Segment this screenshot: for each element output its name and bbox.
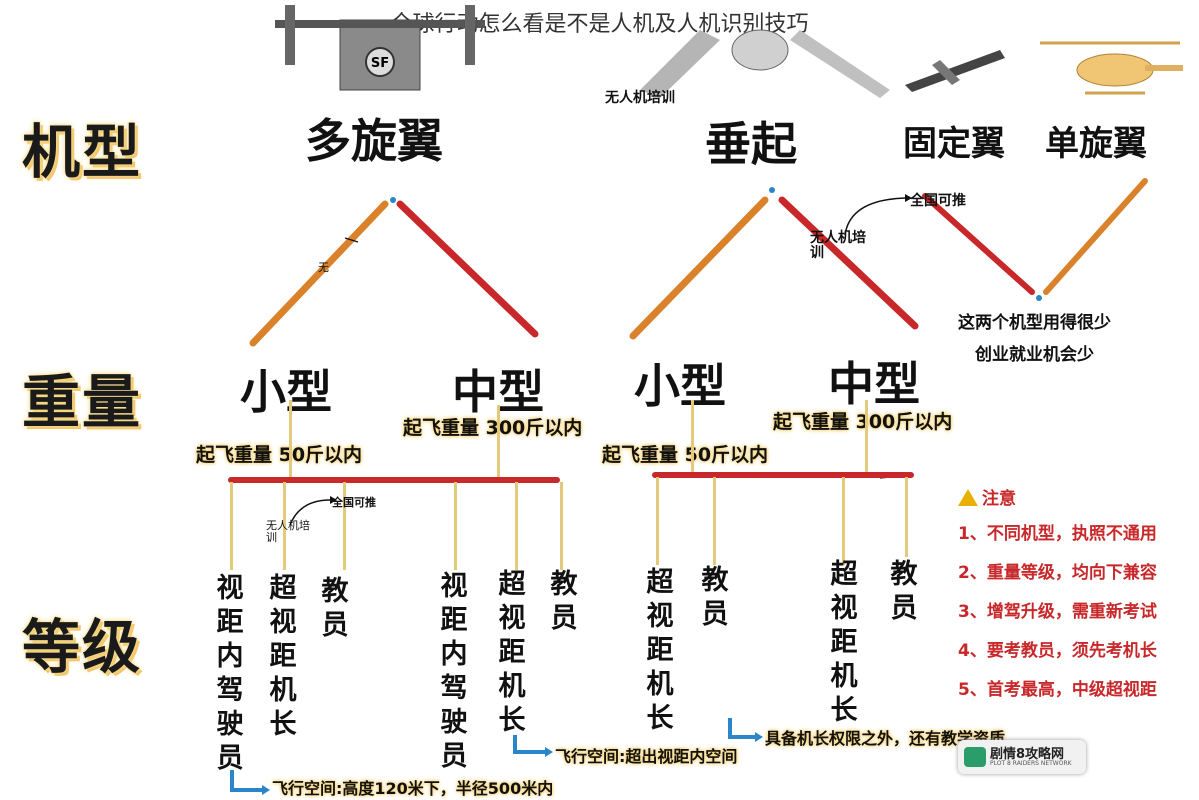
- connector-medium-left: [497, 405, 500, 480]
- warning-icon: [958, 489, 978, 506]
- category-level: 等级: [22, 600, 142, 684]
- notice-item: 1、不同机型，执照不通用: [958, 519, 1157, 544]
- drop-g4: [454, 482, 457, 570]
- page-title: 全球行动怎么看是不是人机及人机识别技巧: [0, 6, 1199, 38]
- level-g1: 视距内驾驶员: [215, 572, 245, 776]
- spec-small-right: 起飞重量 50斤以内: [602, 440, 768, 467]
- model-multirotor: 多旋翼: [305, 105, 443, 171]
- logo-sub: PLOT 8 RAIDERS NETWORK: [990, 760, 1072, 767]
- annotation-training-right: 无人机培训: [810, 231, 876, 261]
- annotation-training-mid: 无人机培训: [266, 520, 310, 544]
- drone-badge-text: SF: [371, 56, 389, 71]
- flight-space-a: 飞行空间:高度120米下，半径500米内: [272, 775, 553, 799]
- flight-space-b: 飞行空间:超出视距内空间: [555, 743, 737, 767]
- level-g8: 教员: [700, 564, 730, 632]
- level-g2: 超视距机长: [268, 572, 298, 742]
- notice-item: 4、要考教员，须先考机长: [958, 636, 1157, 661]
- site-logo: 剧情8攻略网 PLOT 8 RAIDERS NETWORK: [958, 740, 1086, 774]
- connector-small-right: [691, 400, 694, 476]
- flight-arrow-c: [730, 718, 755, 737]
- drop-g1: [230, 482, 233, 570]
- branch-vtol-medium: [782, 200, 915, 326]
- drop-g6: [560, 482, 563, 570]
- notice-box: 注意 1、不同机型，执照不通用 2、重量等级，均向下兼容 3、增驾升级，需重新考…: [958, 484, 1157, 700]
- branch-vtol-small: [633, 200, 765, 336]
- branch-mark: 无: [318, 262, 329, 274]
- helicopter-image: [1035, 35, 1185, 100]
- vtol-drone-image: [630, 0, 900, 100]
- notice-title: 注意: [958, 484, 1157, 509]
- drop-g5: [515, 482, 518, 570]
- branch-single-rotor: [1046, 181, 1145, 292]
- drop-g8: [713, 477, 716, 565]
- multirotor-drone-image: SF: [270, 0, 490, 100]
- logo-icon: [964, 747, 986, 767]
- notice-item: 2、重量等级，均向下兼容: [958, 558, 1157, 583]
- branch-node-vtol: [769, 187, 775, 193]
- weight-right-medium: 中型: [828, 348, 920, 414]
- annotation-training-top: 无人机培训: [600, 90, 680, 107]
- fixed-wing-image: [900, 40, 1010, 100]
- weight-right-small: 小型: [634, 350, 726, 416]
- note-few-models-line2: 创业就业机会少: [975, 340, 1094, 365]
- spec-medium-left: 起飞重量 300斤以内: [403, 413, 582, 440]
- level-bar-right: [652, 472, 914, 478]
- note-few-models-line1: 这两个机型用得很少: [958, 308, 1111, 333]
- model-single-rotor: 单旋翼: [1045, 116, 1147, 165]
- drop-g10: [905, 477, 908, 557]
- model-fixed-wing: 固定翼: [903, 116, 1005, 165]
- category-weight: 重量: [22, 355, 142, 439]
- branch-fixed-wing: [925, 196, 1032, 292]
- level-g3-text: 教员: [320, 575, 350, 643]
- annotation-nationwide-mid: 全国可推: [332, 494, 376, 510]
- spec-medium-right: 起飞重量 300斤以内: [773, 407, 952, 434]
- level-g3: 教员: [320, 575, 350, 735]
- spec-small-left: 起飞重量 50斤以内: [196, 440, 362, 467]
- drop-g9: [842, 477, 845, 565]
- level-g9: 超视距机长: [829, 558, 859, 728]
- model-vtol: 垂起: [705, 108, 797, 174]
- category-model: 机型: [22, 105, 142, 189]
- level-g6: 教员: [549, 568, 579, 636]
- annotation-nationwide-right: 全国可推: [910, 190, 966, 210]
- drop-g7: [656, 477, 659, 565]
- notice-item: 5、首考最高，中级超视距: [958, 675, 1157, 700]
- connector-small-left: [289, 400, 292, 480]
- branch-multirotor-medium: [400, 204, 535, 334]
- level-g7: 超视距机长: [645, 566, 675, 736]
- weight-left-small: 小型: [240, 356, 332, 422]
- branch-node-bottom: [1036, 295, 1042, 301]
- level-g4: 视距内驾驶员: [439, 570, 469, 774]
- level-g10: 教员: [889, 558, 919, 626]
- connector-medium-right: [865, 400, 868, 476]
- level-bar-left: [228, 477, 560, 483]
- level-g5: 超视距机长: [497, 568, 527, 738]
- branch-node-multirotor: [390, 197, 396, 203]
- notice-item: 3、增驾升级，需重新考试: [958, 597, 1157, 622]
